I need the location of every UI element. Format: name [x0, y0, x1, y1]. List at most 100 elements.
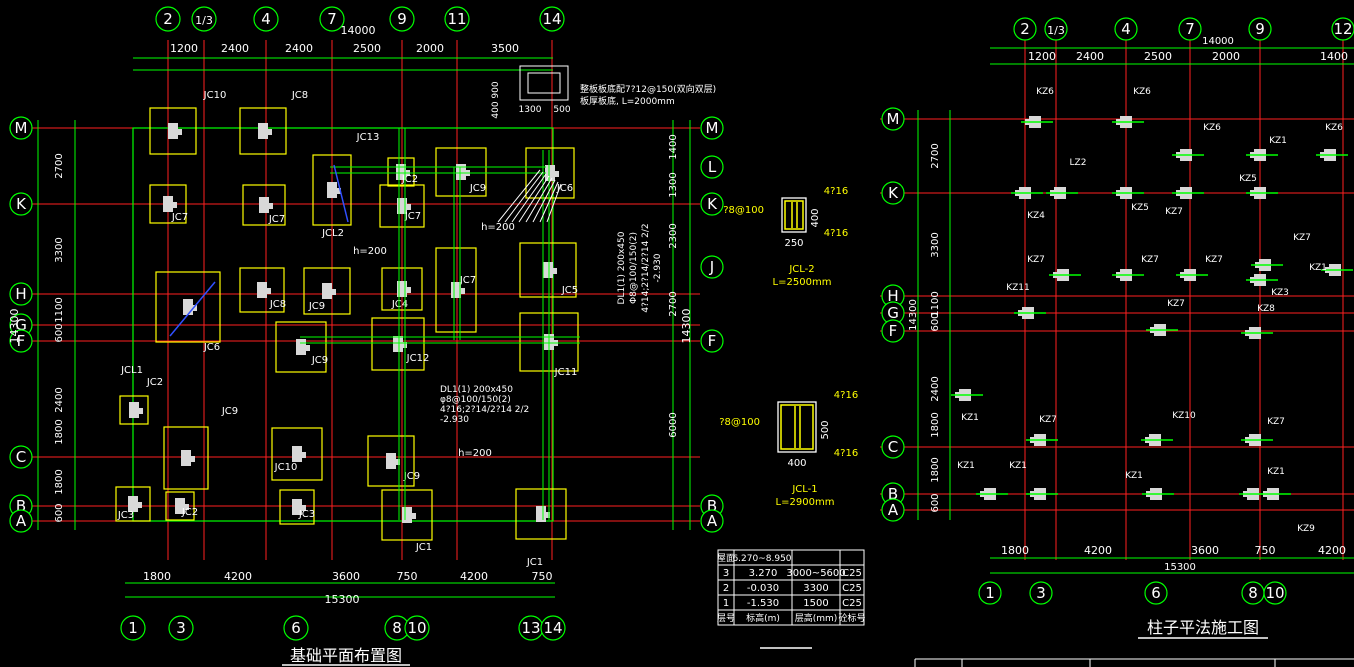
- left-row-axis-bubble: G: [9, 313, 33, 337]
- column-label: KZ7: [1165, 207, 1183, 217]
- axis-bubble: [1044, 17, 1068, 41]
- top-rebar-label: 4?16: [824, 186, 848, 197]
- footing-pad: [163, 426, 209, 490]
- right-top-axis-bubble: 4: [1114, 17, 1138, 41]
- left-row-axis-bubble: A: [9, 509, 33, 533]
- section-dim: 500: [553, 105, 570, 115]
- right-top-axis-bubble: 2: [1013, 17, 1037, 41]
- column-label: KZ10: [1172, 411, 1196, 421]
- axis-label: 11: [447, 10, 466, 28]
- plan-note: 4?16;2?14/2?14 2/2: [440, 405, 529, 415]
- table-header-cell: 层号: [717, 613, 735, 624]
- axis-label: C: [16, 448, 26, 466]
- column-label: LZ2: [1070, 158, 1087, 168]
- axis-bubble: [9, 509, 33, 533]
- axis-bubble: [978, 581, 1002, 605]
- footing-pad: [381, 489, 433, 541]
- axis-label: 2: [1020, 20, 1030, 38]
- plan-note: DL1(1) 200x450: [440, 385, 513, 395]
- footing-label: JC7: [268, 214, 285, 225]
- right-left-dim: 2700: [930, 143, 941, 168]
- right-row-axis-bubble: H: [881, 284, 905, 308]
- footing-pad: [371, 317, 425, 371]
- footing-pad: [515, 488, 567, 540]
- footing-label: JC9: [221, 406, 238, 417]
- beam-label: JCL1: [120, 365, 143, 376]
- axis-bubble: [444, 6, 470, 32]
- top-dim: 2500: [353, 42, 381, 55]
- table-cell: C25: [842, 568, 862, 579]
- axis-bubble: [1144, 581, 1168, 605]
- footing-pad: [271, 427, 323, 481]
- axis-label: 9: [397, 10, 407, 28]
- axis-bubble: [319, 6, 345, 32]
- column-stub: [296, 345, 310, 351]
- hatch-line: [518, 175, 550, 223]
- top-dim: 1200: [170, 42, 198, 55]
- axis-label: 14: [543, 619, 562, 637]
- right-left-dim: 600: [930, 493, 941, 512]
- axis-label: 4: [1121, 20, 1131, 38]
- axis-bubble: [1331, 17, 1354, 41]
- section-height: 400: [810, 208, 821, 227]
- stirrup-label: ?8@100: [723, 205, 764, 216]
- axis-label: 10: [407, 619, 426, 637]
- table-cell: 3: [723, 568, 729, 579]
- hatch-line: [546, 183, 562, 223]
- foundation-outline: [132, 127, 554, 522]
- footing-pad: [239, 107, 287, 155]
- right-top-total: 14000: [1202, 36, 1234, 47]
- right-dim: 6000: [668, 412, 679, 437]
- axis-label: A: [16, 512, 27, 530]
- footing-label: JC7: [404, 211, 421, 222]
- left-dim: 2400: [54, 387, 65, 412]
- axis-label: 1: [128, 619, 138, 637]
- plan-note: φ8@100/150(2): [440, 395, 511, 405]
- column-label: KZ6: [1036, 87, 1054, 97]
- right-row-axis-bubble: A: [700, 509, 724, 533]
- hatch-line: [504, 171, 544, 223]
- axis-label: 8: [1248, 584, 1258, 602]
- column-label: KZ5: [1131, 203, 1149, 213]
- axis-bubble: [168, 615, 194, 641]
- left-dim: 2700: [54, 153, 65, 178]
- table-cell: 2: [723, 583, 729, 594]
- column-label: KZ5: [1239, 174, 1257, 184]
- footing-pad: [435, 247, 477, 333]
- right-left-dim: 2400: [930, 376, 941, 401]
- axis-bubble: [1029, 581, 1053, 605]
- axis-label: 8: [392, 619, 402, 637]
- beam-length: L=2500mm: [773, 277, 832, 288]
- column-stub: [393, 342, 407, 348]
- axis-label: A: [707, 512, 718, 530]
- column-label: KZ11: [1006, 283, 1030, 293]
- footing-pad: [519, 242, 577, 298]
- beam-name: JCL-1: [791, 484, 817, 495]
- footing-label: JC5: [561, 285, 578, 296]
- axis-label: 4: [261, 10, 271, 28]
- right-top-axis-bubble: 1/3: [1044, 17, 1068, 41]
- axis-bubble: [700, 116, 724, 140]
- top-axis-bubble: 7: [319, 6, 345, 32]
- footing-label: JC8: [269, 299, 286, 310]
- axis-bubble: [700, 329, 724, 353]
- column-label: KZ1: [1009, 461, 1027, 471]
- axis-bubble: [155, 6, 181, 32]
- column-label: KZ1: [1269, 136, 1287, 146]
- top-axis-bubble: 1/3: [191, 6, 217, 32]
- top-total-dim: 14000: [341, 24, 376, 37]
- table-cell: 屋面: [717, 553, 735, 564]
- section-dim: 1300: [519, 105, 542, 115]
- right-dim: 2300: [668, 223, 679, 248]
- right-bottom-axis-bubble: 3: [1029, 581, 1053, 605]
- plan-note: 整板板底配7?12@150(双向双层): [580, 83, 716, 95]
- beam-length: L=2900mm: [776, 497, 835, 508]
- hatch-line: [532, 179, 556, 223]
- top-dim: 2000: [416, 42, 444, 55]
- column-stub: [292, 505, 306, 511]
- footing-pad: [312, 154, 352, 226]
- axis-label: 13: [521, 619, 540, 637]
- column-label: KZ1: [1267, 467, 1285, 477]
- axis-label: J: [709, 258, 714, 276]
